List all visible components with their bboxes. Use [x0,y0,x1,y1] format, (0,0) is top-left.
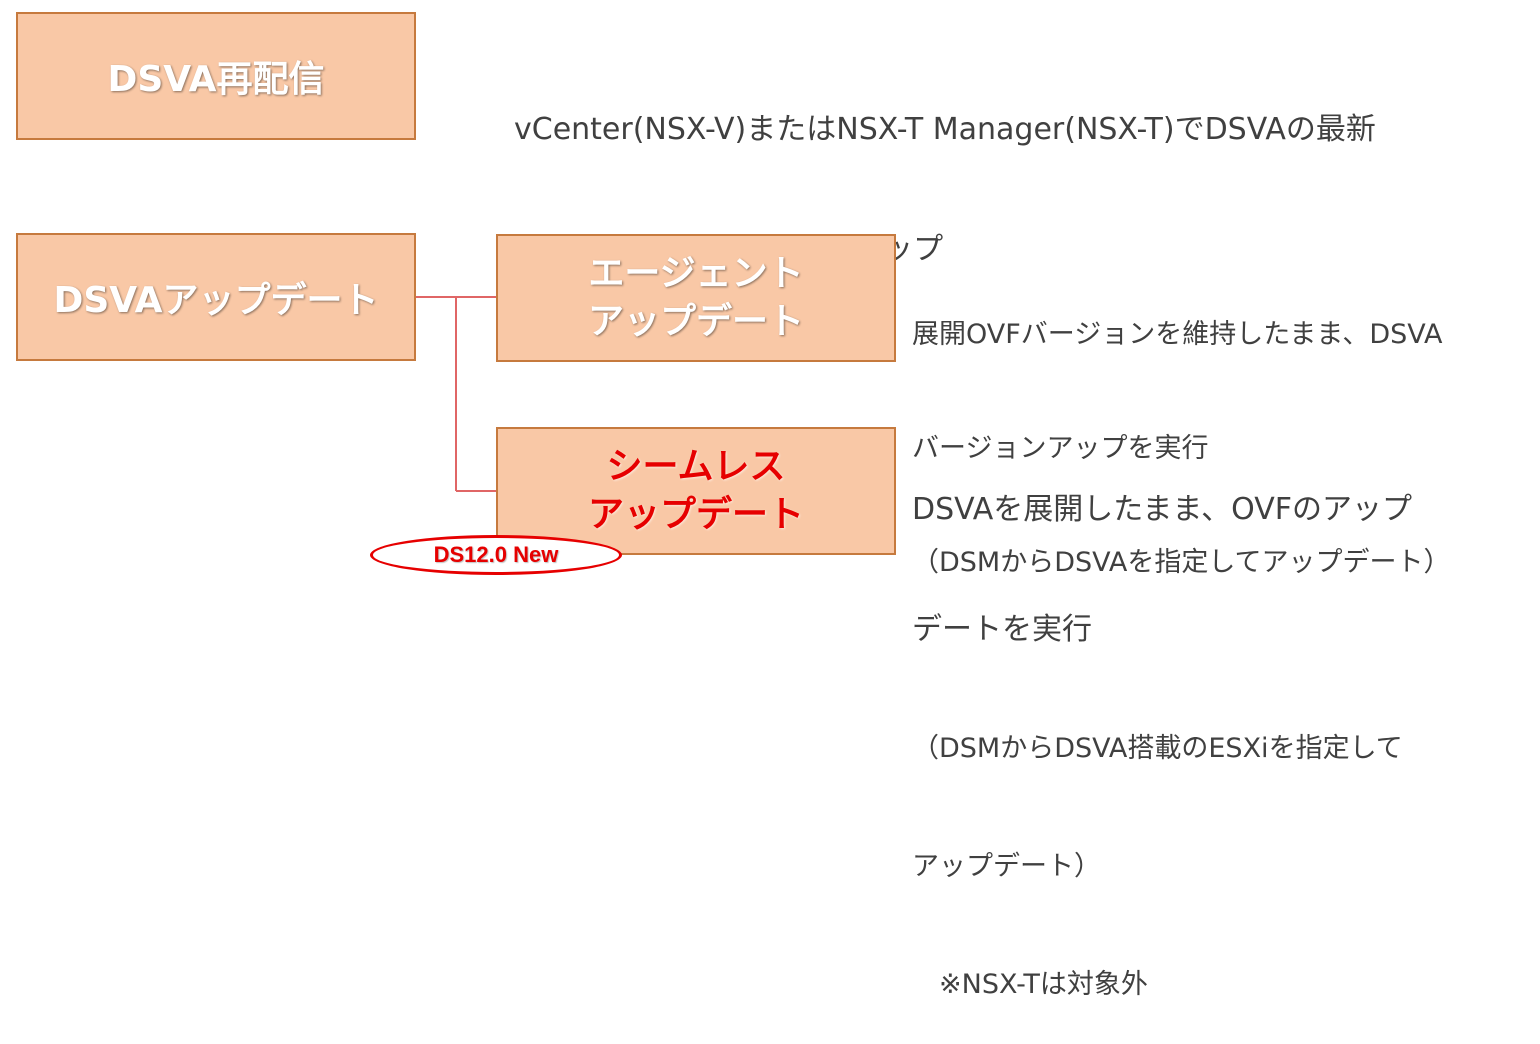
seamless-desc-line3: （DSMからDSVA搭載のESXiを指定して [912,733,1403,764]
agent-update-line2: アップデート [587,301,804,342]
seamless-desc-line1: DSVAを展開したまま、OVFのアップ [912,492,1413,527]
agent-desc-line3: （DSMからDSVAを指定してアップデート） [912,547,1451,578]
agent-update-description: 展開OVFバージョンを維持したまま、DSVA バージョンアップを実行 （DSMか… [912,240,1451,620]
seamless-update-line2: アップデート [587,494,804,535]
seamless-desc-line5: ※NSX-Tは対象外 [912,969,1148,1000]
agent-update-line1: エージェント [588,253,804,294]
ds12-new-badge: DS12.0 New [370,535,622,575]
seamless-update-line1: シームレス [606,446,786,487]
seamless-desc-line2: デートを実行 [912,612,1092,647]
dsva-update-box: DSVAアップデート [16,233,416,361]
agent-desc-line2: バージョンアップを実行 [912,433,1209,464]
agent-update-box: エージェント アップデート [496,234,896,362]
dsva-redeploy-label: DSVA再配信 [107,59,325,100]
dsva-redeploy-box: DSVA再配信 [16,12,416,140]
ds12-new-badge-label: DS12.0 New [433,542,559,567]
dsva-update-label: DSVAアップデート [53,280,379,321]
seamless-desc-line4: アップデート） [912,851,1101,882]
seamless-update-description: DSVAを展開したまま、OVFのアップ デートを実行 （DSMからDSVA搭載の… [912,410,1412,1044]
agent-desc-line1: 展開OVFバージョンを維持したまま、DSVA [912,319,1443,350]
redeploy-desc-line1: vCenter(NSX-V)またはNSX-T Manager(NSX-T)でDS… [514,112,1376,147]
seamless-update-box: シームレス アップデート [496,427,896,555]
connector-lines [416,296,496,492]
